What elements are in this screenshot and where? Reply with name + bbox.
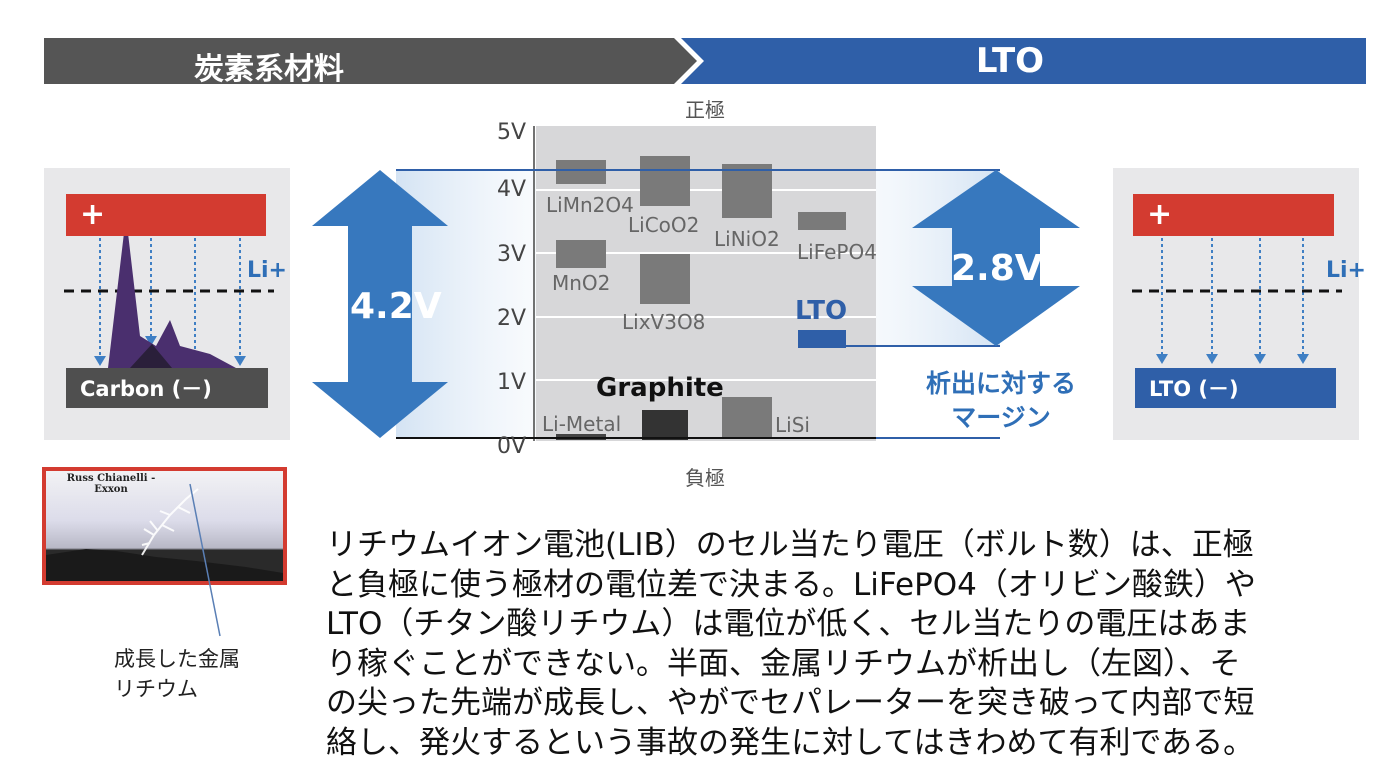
description-paragraph: リチウムイオン電池(LIB）のセル当たり電圧（ボルト数）は、正極 と負極に使う極…	[326, 526, 1392, 763]
description-line: り稼ぐことができない。半面、金属リチウムが析出し（左図）、そ	[326, 645, 1241, 682]
cathode-label: 正極	[685, 98, 725, 122]
header-banner	[44, 38, 1366, 84]
description-line: LTO（チタン酸リチウム）は電位が低く、セル当たりの電圧はあま	[326, 606, 1251, 642]
material-label-mno2: MnO2	[552, 271, 611, 295]
material-label-lixv3o8: LixV3O8	[622, 310, 706, 334]
margin-label-line2: マージン	[951, 403, 1051, 432]
voltage-chart	[312, 126, 1080, 441]
description-line: の尖った先端が成長し、やがでセパレーターを突き破って内部で短	[326, 685, 1255, 721]
ion-arrow-head	[1156, 354, 1168, 364]
voltage-span-arrow-left	[312, 170, 448, 438]
banner-left-segment	[44, 38, 697, 84]
y-tick-label: 3V	[497, 242, 527, 267]
banner-left-title: 炭素系材料	[194, 52, 344, 87]
banner-right-title: LTO	[975, 41, 1045, 81]
y-tick-label: 4V	[497, 177, 527, 202]
description-line: 絡し、発火するという事故の発生に対してはきわめて有利である。	[326, 724, 1255, 761]
photo-credit-line1: Russ Chianelli -	[66, 473, 156, 484]
carbon-negative-electrode: Carbon (－)	[66, 368, 268, 408]
photo-credit-line2: Exxon	[94, 484, 128, 495]
material-label-lisi: LiSi	[775, 413, 810, 437]
lisi-bar	[722, 397, 772, 439]
dendrite-caption: 成長した金属 リチウム	[114, 644, 240, 704]
positive-electrode-bar: +	[66, 194, 266, 236]
caption-pointer-line	[189, 483, 221, 637]
caption-line1: 成長した金属	[114, 647, 240, 671]
material-label-graphite: Graphite	[596, 373, 724, 403]
description-line: と負極に使う極材の電位差で決まる。LiFePO4（オリビン酸鉄）や	[326, 566, 1256, 603]
lithium-ion-label: Li+	[1326, 258, 1366, 283]
licoo2-bar	[640, 156, 690, 206]
material-label-linio2: LiNiO2	[714, 227, 780, 251]
y-tick-label: 1V	[497, 370, 527, 395]
ion-arrow-head	[94, 356, 106, 366]
lto-negative-electrode: LTO (－)	[1135, 368, 1336, 408]
caption-line2: リチウム	[114, 677, 198, 701]
mno2-bar	[556, 240, 606, 268]
voltage-span-left-label: 4.2V	[350, 286, 442, 327]
deposition-margin-label: 析出に対する マージン	[906, 367, 1096, 435]
limn2o4-bar	[556, 160, 606, 184]
y-tick-label: 2V	[497, 306, 527, 331]
dendrite-branches	[141, 488, 199, 556]
material-label-lifepo4: LiFePO4	[797, 240, 877, 264]
lixv3o8-bar	[640, 254, 690, 304]
positive-sign: +	[80, 197, 106, 232]
ion-arrow-head	[1297, 354, 1309, 364]
ion-arrow-head	[1254, 354, 1266, 364]
dendrite-diagram	[64, 236, 274, 368]
margin-label-line1: 析出に対する	[925, 369, 1076, 398]
lithium-ion-label: Li+	[247, 258, 287, 283]
graphite-bar	[642, 410, 688, 440]
y-tick-label: 5V	[497, 120, 527, 145]
lifepo4-bar	[798, 212, 846, 230]
lto-bar	[798, 330, 846, 348]
ion-arrow-head	[234, 356, 246, 366]
ion-arrow-head	[1206, 354, 1218, 364]
dendrite-photo: Russ Chianelli - Exxon	[42, 467, 287, 585]
description-line: リチウムイオン電池(LIB）のセル当たり電圧（ボルト数）は、正極	[326, 527, 1254, 563]
anode-label: 負極	[685, 466, 725, 490]
linio2-bar	[722, 164, 772, 218]
material-label-li-metal: Li-Metal	[542, 412, 622, 436]
voltage-span-right-label: 2.8V	[951, 248, 1043, 289]
material-label-licoo2: LiCoO2	[628, 213, 700, 237]
banner-right-segment	[681, 38, 1366, 84]
positive-sign: +	[1147, 197, 1173, 232]
y-tick-label: 0V	[497, 434, 527, 459]
material-label-lto: LTO	[795, 296, 848, 326]
voltage-span-arrow-right	[912, 170, 1080, 346]
lithium-dendrite	[108, 236, 236, 368]
material-label-limn2o4: LiMn2O4	[546, 193, 634, 217]
ion-arrow-head	[145, 336, 157, 346]
positive-electrode-bar: +	[1133, 194, 1334, 236]
lto-ion-flow-diagram	[1132, 238, 1342, 364]
